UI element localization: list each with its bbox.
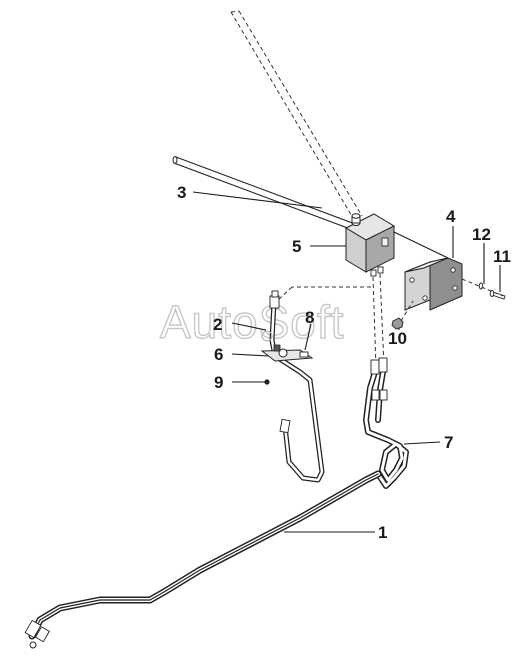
tank-box-part-5	[344, 213, 396, 277]
washer-part-12	[478, 282, 484, 290]
nut-part-9	[264, 379, 270, 385]
callout-labels: 1 2 3 4 5 6 7 8 9 10 11 12	[177, 183, 511, 542]
callout-10: 10	[388, 329, 407, 348]
bracket-part-4	[393, 231, 463, 311]
clamp-part-6	[260, 344, 314, 362]
callout-12: 12	[472, 225, 491, 244]
fitting-part-2	[261, 330, 273, 342]
antenna-extension-dashed	[230, 10, 363, 219]
long-hose-part-1	[24, 470, 382, 649]
callout-8: 8	[305, 308, 314, 327]
screw-part-8	[299, 351, 309, 358]
callout-2: 2	[213, 315, 222, 334]
callout-7: 7	[444, 433, 453, 452]
hose-assembly-part-9	[269, 290, 325, 483]
nut-part-10	[391, 300, 414, 330]
hose-connection-dashed	[277, 273, 385, 369]
callout-3: 3	[177, 183, 186, 202]
callout-1: 1	[378, 523, 387, 542]
callout-5: 5	[292, 237, 301, 256]
callout-6: 6	[214, 345, 223, 364]
watermark-text: AutoSoft	[160, 296, 344, 348]
callout-9: 9	[214, 373, 223, 392]
leader-lines	[192, 191, 501, 533]
bolt-part-11	[489, 290, 506, 300]
hose-coil-part-7	[363, 357, 409, 489]
callout-4: 4	[446, 207, 456, 226]
callout-11: 11	[493, 247, 511, 266]
